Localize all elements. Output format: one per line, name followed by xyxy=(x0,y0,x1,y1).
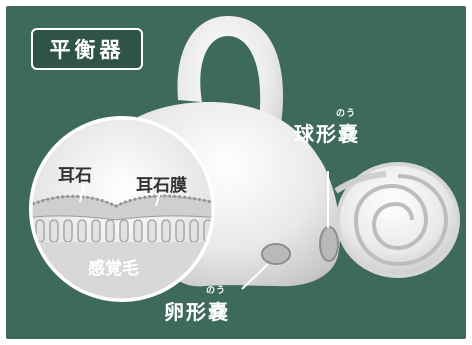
utricle-ruby: のう xyxy=(206,283,226,296)
label-sensory-hair: 感覚毛 xyxy=(88,254,139,279)
saccule-opening xyxy=(320,227,338,261)
label-saccule: 球形嚢 xyxy=(294,118,360,147)
cochlea xyxy=(336,162,460,278)
diagram-panel: 平衡器 耳石 耳石膜 感覚毛 のう 球形嚢 のう 卵形嚢 xyxy=(6,6,466,339)
label-utricle: 卵形嚢 xyxy=(164,296,230,325)
label-otolith-membrane: 耳石膜 xyxy=(136,171,187,196)
figure-title: 平衡器 xyxy=(31,28,143,70)
utricle-opening xyxy=(262,244,290,264)
label-otolith: 耳石 xyxy=(58,161,92,186)
